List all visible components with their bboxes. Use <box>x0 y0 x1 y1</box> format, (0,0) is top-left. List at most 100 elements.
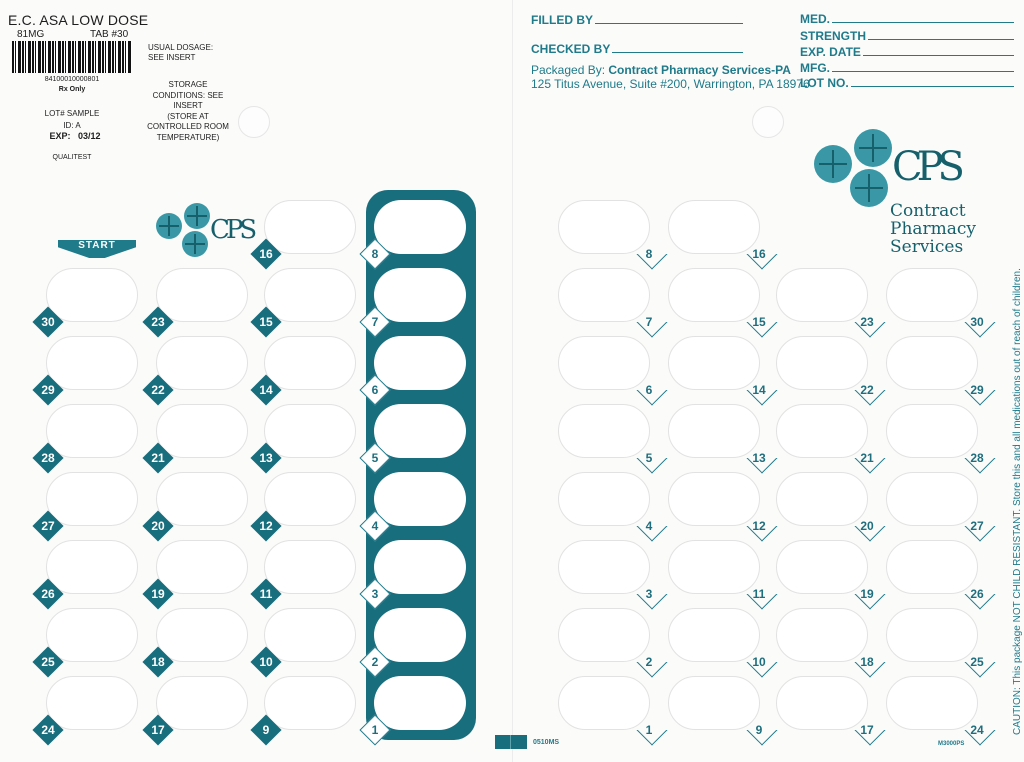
blister-cavity-17[interactable] <box>776 676 868 730</box>
blister-cavity-23[interactable] <box>156 268 248 322</box>
blister-cavity-27[interactable] <box>46 472 138 526</box>
blister-cavity-21[interactable] <box>776 404 868 458</box>
blister-cavity-16[interactable] <box>668 200 760 254</box>
blister-cavity-3[interactable] <box>374 540 466 594</box>
blister-cavity-20[interactable] <box>776 472 868 526</box>
blister-cavity-6[interactable] <box>558 336 650 390</box>
strength-field[interactable]: STRENGTH <box>800 29 1014 43</box>
pill-disc-icon <box>850 169 888 207</box>
day-number: 2 <box>371 655 379 669</box>
day-number: 13 <box>752 451 766 465</box>
code-left: 0510MS <box>533 739 560 746</box>
blister-cavity-2[interactable] <box>558 608 650 662</box>
blister-cavity-25[interactable] <box>46 608 138 662</box>
blister-cavity-1[interactable] <box>374 676 466 730</box>
storage-line: INSERT <box>173 101 203 110</box>
blister-cavity-24[interactable] <box>886 676 978 730</box>
fold-line <box>512 0 513 762</box>
blister-cavity-13[interactable] <box>668 404 760 458</box>
day-number: 30 <box>41 315 55 329</box>
blister-cavity-3[interactable] <box>558 540 650 594</box>
blister-cavity-15[interactable] <box>264 268 356 322</box>
blister-cavity-22[interactable] <box>776 336 868 390</box>
blister-cavity-20[interactable] <box>156 472 248 526</box>
blister-cavity-13[interactable] <box>264 404 356 458</box>
med-field[interactable]: MED. <box>800 12 1014 26</box>
blister-cavity-11[interactable] <box>668 540 760 594</box>
day-number: 4 <box>645 519 653 533</box>
blister-cavity-4[interactable] <box>374 472 466 526</box>
day-number: 14 <box>259 383 273 397</box>
blister-cavity-22[interactable] <box>156 336 248 390</box>
drug-name: E.C. ASA LOW DOSE <box>8 12 149 28</box>
blister-cavity-27[interactable] <box>886 472 978 526</box>
day-number: 18 <box>151 655 165 669</box>
storage-line: STORAGE <box>168 80 208 89</box>
cps-name: Contract Pharmacy Services <box>890 202 976 256</box>
blister-cavity-19[interactable] <box>156 540 248 594</box>
blister-cavity-19[interactable] <box>776 540 868 594</box>
pill-disc-icon <box>182 231 208 257</box>
blister-cavity-5[interactable] <box>558 404 650 458</box>
id-code: ID: A <box>63 121 81 130</box>
blister-cavity-17[interactable] <box>156 676 248 730</box>
blister-cavity-26[interactable] <box>46 540 138 594</box>
swatch-divider <box>510 735 511 749</box>
blister-cavity-7[interactable] <box>558 268 650 322</box>
blister-cavity-30[interactable] <box>46 268 138 322</box>
blister-cavity-10[interactable] <box>264 608 356 662</box>
day-number: 24 <box>41 723 55 737</box>
blister-cavity-24[interactable] <box>46 676 138 730</box>
blister-cavity-12[interactable] <box>668 472 760 526</box>
day-number: 29 <box>970 383 984 397</box>
storage-line: TEMPERATURE) <box>156 132 220 142</box>
day-number: 6 <box>371 383 379 397</box>
blister-cavity-5[interactable] <box>374 404 466 458</box>
blister-cavity-9[interactable] <box>264 676 356 730</box>
blister-cavity-6[interactable] <box>374 336 466 390</box>
mfg-label: MFG. <box>800 61 830 75</box>
blister-cavity-11[interactable] <box>264 540 356 594</box>
cps-name-line: Pharmacy <box>890 219 977 239</box>
blister-cavity-8[interactable] <box>558 200 650 254</box>
day-number: 19 <box>151 587 165 601</box>
blister-cavity-28[interactable] <box>46 404 138 458</box>
filled-by-field[interactable]: FILLED BY <box>531 13 743 27</box>
checked-by-field[interactable]: CHECKED BY <box>531 42 743 56</box>
blister-cavity-30[interactable] <box>886 268 978 322</box>
blister-cavity-25[interactable] <box>886 608 978 662</box>
blister-cavity-26[interactable] <box>886 540 978 594</box>
blister-cavity-8[interactable] <box>374 200 466 254</box>
blister-cavity-4[interactable] <box>558 472 650 526</box>
blister-cavity-21[interactable] <box>156 404 248 458</box>
barcode <box>12 41 132 73</box>
exp-date-field[interactable]: EXP. DATE <box>800 45 1014 59</box>
day-number: 3 <box>371 587 379 601</box>
blister-cavity-16[interactable] <box>264 200 356 254</box>
day-number: 17 <box>860 723 874 737</box>
mfg-field[interactable]: MFG. <box>800 61 1014 75</box>
blister-cavity-18[interactable] <box>156 608 248 662</box>
blister-cavity-1[interactable] <box>558 676 650 730</box>
blister-cavity-9[interactable] <box>668 676 760 730</box>
blister-cavity-28[interactable] <box>886 404 978 458</box>
blister-cavity-29[interactable] <box>886 336 978 390</box>
blister-cavity-15[interactable] <box>668 268 760 322</box>
pill-disc-icon <box>156 213 182 239</box>
day-number: 27 <box>970 519 984 533</box>
blister-cavity-2[interactable] <box>374 608 466 662</box>
blister-cavity-14[interactable] <box>264 336 356 390</box>
blister-cavity-12[interactable] <box>264 472 356 526</box>
drug-strength: 81MG <box>17 29 45 40</box>
day-number: 21 <box>860 451 874 465</box>
blister-cavity-14[interactable] <box>668 336 760 390</box>
lot-no-field[interactable]: LOT NO. <box>800 76 1014 90</box>
day-number: 23 <box>860 315 874 329</box>
blister-cavity-18[interactable] <box>776 608 868 662</box>
day-number: 26 <box>970 587 984 601</box>
day-number: 8 <box>371 247 379 261</box>
blister-cavity-29[interactable] <box>46 336 138 390</box>
blister-cavity-10[interactable] <box>668 608 760 662</box>
blister-cavity-23[interactable] <box>776 268 868 322</box>
blister-cavity-7[interactable] <box>374 268 466 322</box>
